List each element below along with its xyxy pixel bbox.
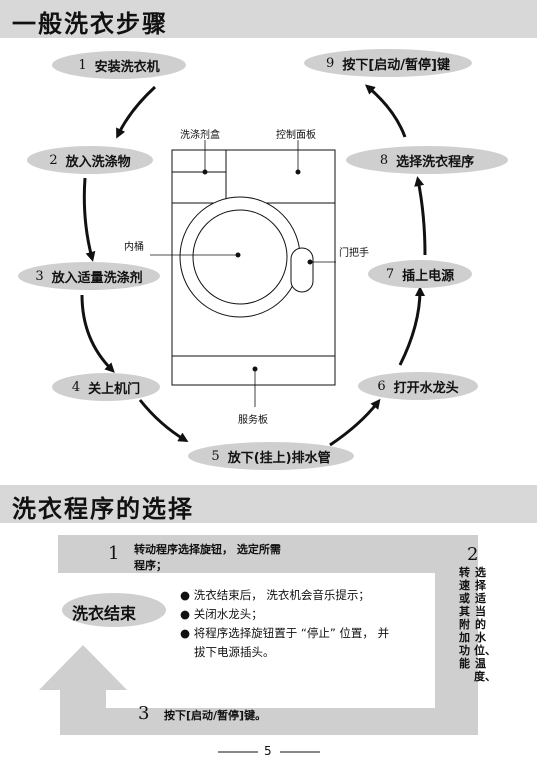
label-detergent-box: 洗涤剂盒 — [180, 130, 220, 141]
step-label: 放入洗涤物 — [65, 154, 131, 170]
program-step-2-col1: 转速或其附加功能 — [459, 566, 470, 670]
program-step-1-line1: 转动程序选择旋钮， 选定所需 — [134, 543, 281, 556]
program-step-2-number: 2 — [467, 544, 479, 565]
arrow-1-2 — [116, 85, 157, 139]
step-label: 安装洗衣机 — [94, 59, 160, 75]
step-label: 插上电源 — [402, 268, 455, 284]
label-door-handle: 门把手 — [339, 248, 369, 259]
step-label: 放下(挂上)排水管 — [227, 450, 331, 466]
step-label: 放入适量洗涤剂 — [51, 270, 143, 286]
end-notes: ● 洗衣结束后， 洗衣机会音乐提示； ● 关闭水龙头； ● 将程序选择旋钮置于 … — [180, 586, 430, 662]
arrow-3-4 — [80, 294, 115, 373]
program-step-1-number: 1 — [108, 543, 120, 564]
washing-machine — [171, 149, 336, 386]
list-item: ● 将程序选择旋钮置于 “停止” 位置， 并 — [180, 626, 390, 640]
arrow-2-3 — [82, 177, 96, 262]
section-title: 一般洗衣步骤 — [12, 9, 168, 38]
list-item: ● 洗衣结束后， 洗衣机会音乐提示； — [180, 588, 370, 602]
list-item: ● 关闭水龙头； — [180, 607, 263, 621]
step-label: 关上机门 — [88, 381, 141, 397]
program-step-3-text: 按下[启动/暂停]键。 — [164, 709, 267, 722]
program-step-3-number: 3 — [138, 703, 150, 724]
arrow-6-7 — [398, 286, 425, 366]
program-step-2-col2: 选择适当的水位、温度、 — [474, 566, 496, 683]
arrow-7-8 — [414, 176, 427, 256]
page-number: 5 — [264, 744, 272, 758]
arrow-5-6 — [329, 398, 381, 447]
section-header-program-selection: 洗衣程序的选择 — [0, 485, 537, 523]
step-label: 选择洗衣程序 — [396, 154, 475, 170]
arrow-4-5 — [138, 399, 189, 443]
wash-end-label: 洗衣结束 — [72, 604, 137, 623]
program-step-1-line2: 程序； — [134, 559, 167, 572]
step-label: 打开水龙头 — [393, 380, 459, 396]
label-control-panel: 控制面板 — [276, 130, 316, 141]
section-header-general-steps: 一般洗衣步骤 — [0, 0, 537, 38]
label-inner-drum: 内桶 — [124, 242, 144, 253]
step-label: 按下[启动/暂停]键 — [342, 57, 450, 73]
label-service-panel: 服务板 — [238, 415, 268, 426]
list-item: 拔下电源插头。 — [194, 645, 275, 659]
section-title: 洗衣程序的选择 — [12, 494, 194, 523]
arrow-8-9 — [364, 84, 407, 138]
